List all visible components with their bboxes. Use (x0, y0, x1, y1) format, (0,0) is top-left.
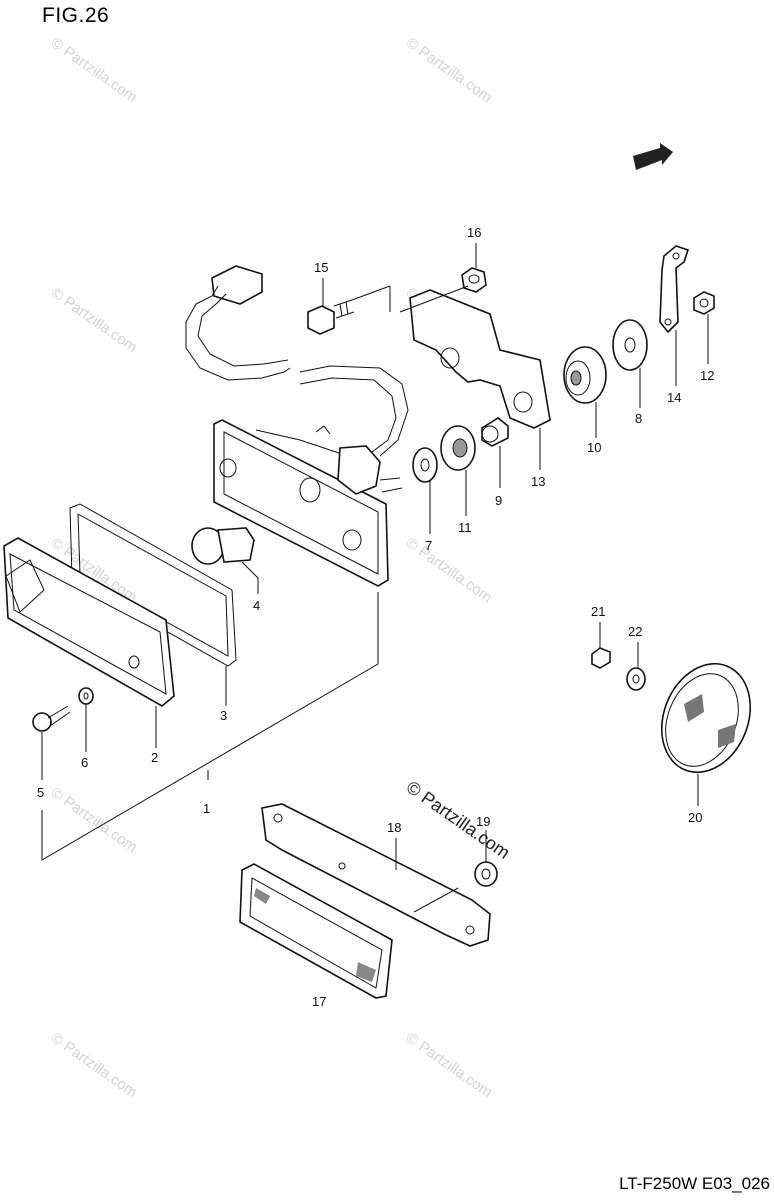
part-15-bolt (307, 299, 355, 335)
watermark-text: © Partzilla.com (48, 34, 141, 106)
part-14-stay (659, 245, 690, 334)
part-17-reflector-strip (239, 863, 393, 999)
part-6-washer (78, 687, 94, 705)
watermark-text: © Partzilla.com (403, 1029, 496, 1101)
part-19-nut (474, 861, 498, 887)
callout-labels: 1 2 3 4 5 6 7 8 9 10 11 12 13 14 15 16 1… (37, 225, 714, 1009)
leader-line (241, 561, 259, 594)
callout-2: 2 (151, 750, 158, 765)
wiring-harness (185, 265, 409, 457)
watermark-text: © Partzilla.com (403, 34, 496, 106)
callout-16: 16 (467, 225, 481, 240)
callout-9: 9 (495, 493, 502, 508)
callout-20: 20 (688, 810, 702, 825)
callout-8: 8 (635, 411, 642, 426)
part-11-grommet (440, 425, 476, 471)
part-8-washer (612, 319, 648, 371)
part-2-lens (3, 537, 175, 707)
part-9-collar (481, 417, 509, 447)
callout-15: 15 (314, 260, 328, 275)
figure-title: FIG.26 (42, 4, 110, 27)
part-13-bracket (409, 289, 551, 429)
leader-line (399, 285, 469, 313)
part-7-washer (412, 447, 438, 483)
part-20-reflector (660, 662, 752, 774)
callout-4: 4 (253, 598, 260, 613)
leader-line (351, 285, 391, 312)
watermark-text: © Partzilla.com (48, 784, 141, 856)
lamp-housing (213, 419, 403, 587)
part-12-nut (693, 291, 715, 315)
figure-code: LT-F250W E03_026 (619, 1174, 770, 1193)
part-4-bulb (191, 527, 255, 565)
forward-arrow-icon (633, 143, 673, 170)
callout-12: 12 (700, 368, 714, 383)
callout-22: 22 (628, 624, 642, 639)
callout-10: 10 (587, 440, 601, 455)
part-21-nut (591, 647, 611, 669)
callout-21: 21 (591, 604, 605, 619)
callout-11: 11 (458, 520, 472, 535)
watermark-text-bold: © Partzilla.com (403, 777, 514, 863)
watermark-text: © Partzilla.com (48, 1029, 141, 1101)
callout-1: 1 (203, 801, 210, 816)
part-18-plate (261, 803, 491, 947)
callout-18: 18 (387, 820, 401, 835)
callout-19: 19 (476, 814, 490, 829)
callout-14: 14 (667, 390, 681, 405)
part-5-screw (32, 705, 71, 732)
watermark-text: © Partzilla.com (48, 284, 141, 356)
assembly-bracket-line (41, 592, 379, 861)
callout-13: 13 (531, 474, 545, 489)
leader-line (413, 887, 459, 913)
part-22-washer (626, 667, 646, 691)
part-16-nut (461, 267, 487, 293)
callout-17: 17 (312, 994, 326, 1009)
part-10-grommet (563, 346, 607, 404)
callout-5: 5 (37, 785, 44, 800)
watermark-text: © Partzilla.com (403, 534, 496, 606)
callout-3: 3 (220, 708, 227, 723)
callout-6: 6 (81, 755, 88, 770)
callout-7: 7 (425, 538, 432, 553)
